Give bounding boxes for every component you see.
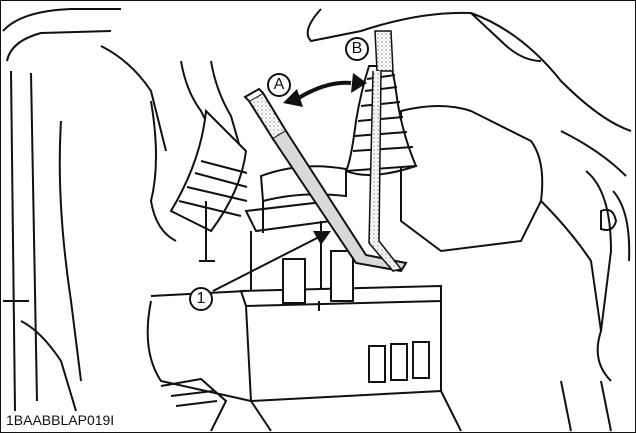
callout-a: A	[267, 73, 291, 97]
left-joystick	[151, 61, 247, 261]
figure-code-label: 1BAABBLAP019I	[3, 412, 117, 428]
cab-door-frame	[3, 9, 166, 411]
switch-panel	[369, 342, 429, 382]
lever-movement-arrow	[283, 73, 367, 107]
operator-seat	[308, 9, 631, 431]
callout-1-leader	[213, 231, 331, 291]
floor-pedal	[161, 379, 226, 431]
callout-1: 1	[189, 287, 213, 311]
callout-b: B	[345, 37, 369, 61]
